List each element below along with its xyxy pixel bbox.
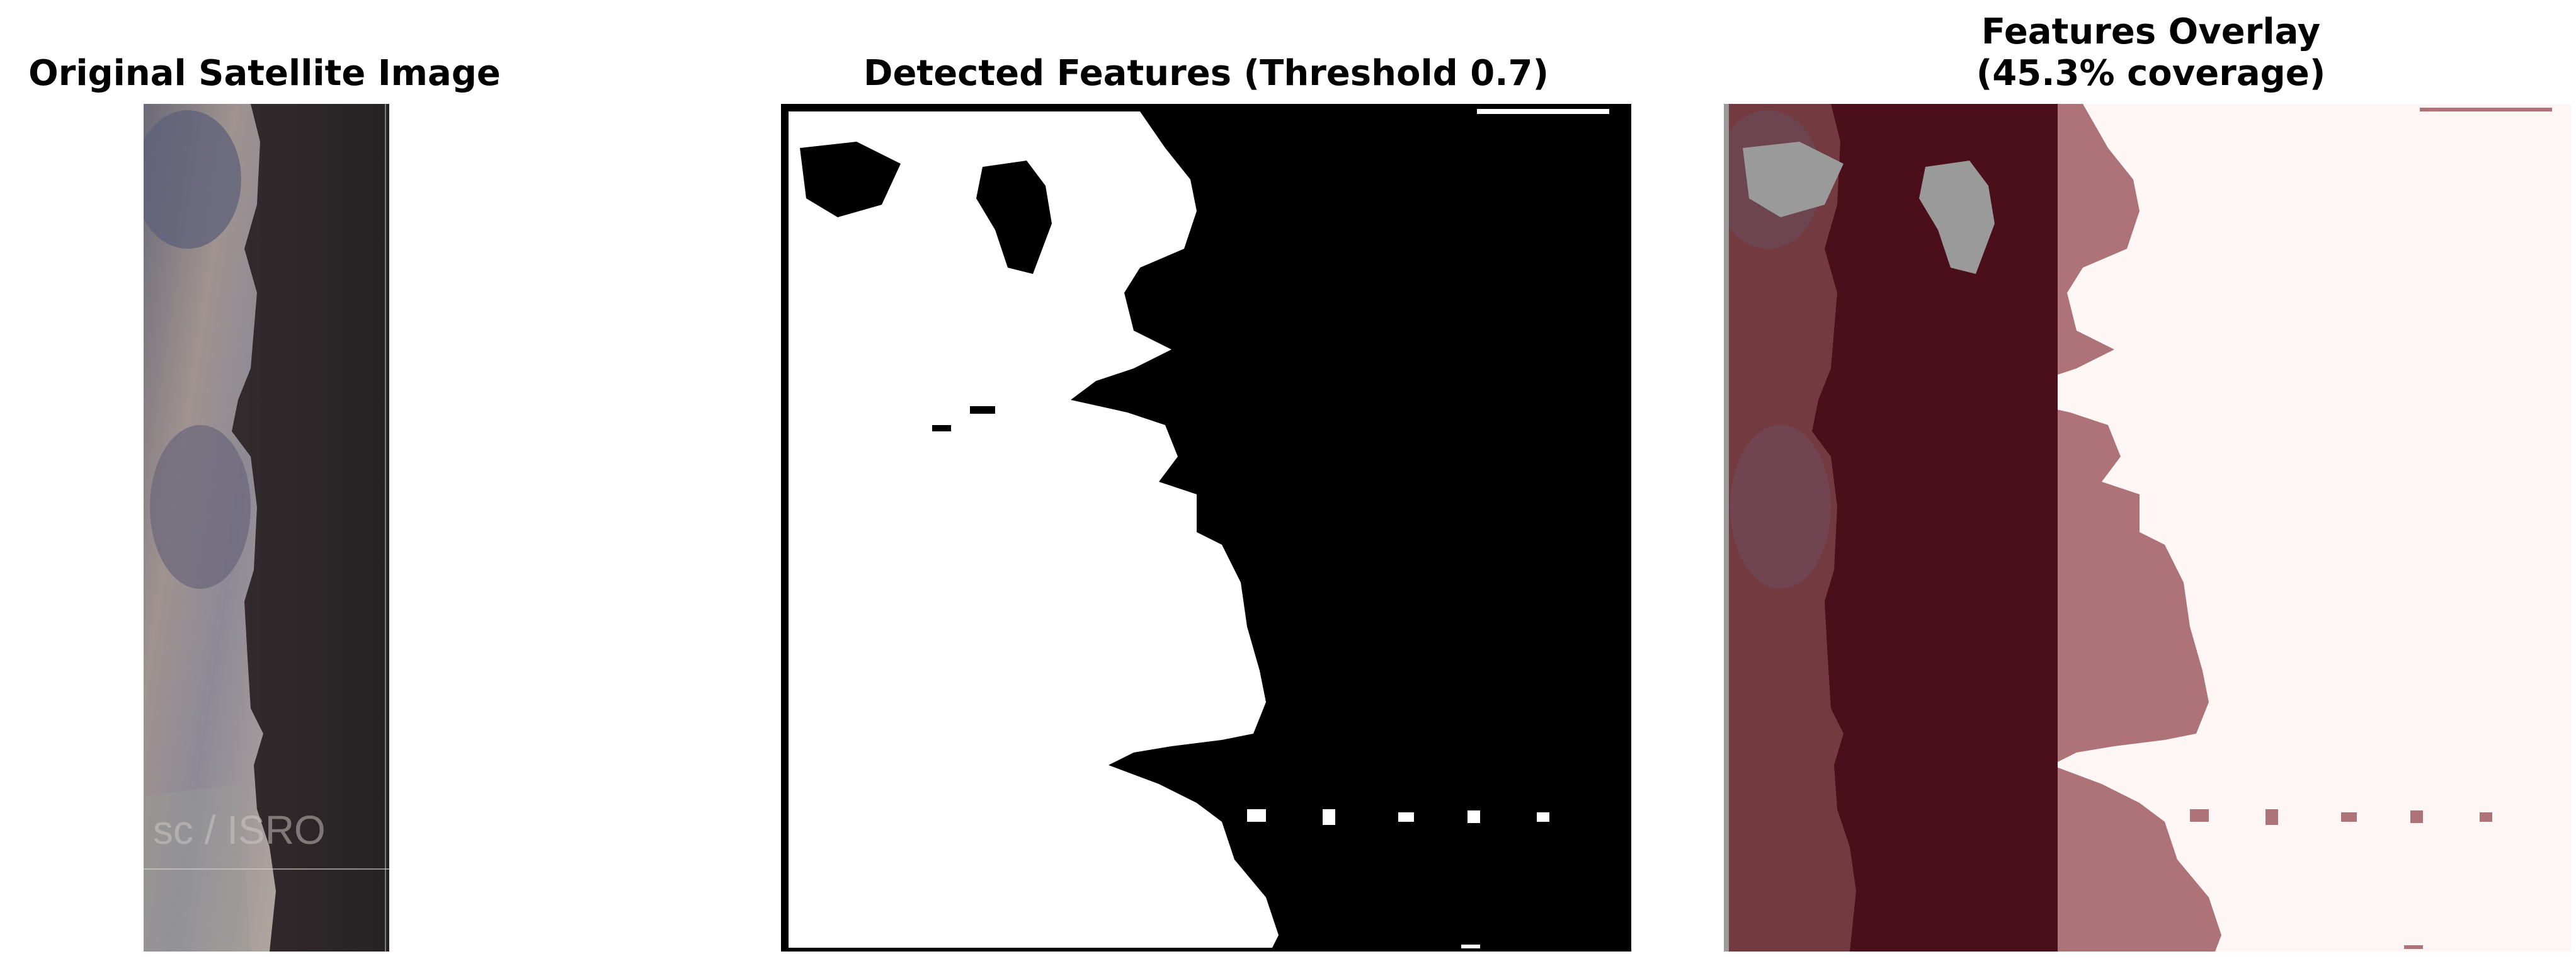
undetected-blob-2 bbox=[976, 161, 1052, 274]
light-terrain bbox=[144, 784, 251, 952]
watermark-text: sc / ISRO bbox=[153, 807, 326, 853]
detected-dot-4 bbox=[1468, 810, 1480, 823]
overlay-title-line-2: (45.3% coverage) bbox=[1976, 53, 2326, 94]
satellite-image-graphic: sc / ISRO bbox=[144, 104, 389, 952]
detected-dot-5 bbox=[1537, 812, 1549, 822]
undetected-speck-2 bbox=[932, 425, 951, 431]
features-overlay bbox=[1724, 104, 2571, 952]
detected-features-title: Detected Features (Threshold 0.7) bbox=[863, 53, 1549, 94]
detected-dot-1 bbox=[1247, 809, 1266, 822]
overlay-gray-blob-2 bbox=[1919, 161, 1995, 274]
detected-strip-bottom bbox=[1461, 945, 1480, 948]
overlay-dot-1 bbox=[2190, 809, 2209, 822]
overlay-title-line-1: Features Overlay bbox=[1981, 11, 2321, 52]
detected-land-region bbox=[789, 111, 1279, 948]
dark-lagoon-2 bbox=[150, 425, 251, 589]
detected-dot-2 bbox=[1323, 809, 1335, 825]
undetected-speck-1 bbox=[970, 406, 995, 414]
overlay-dot-2 bbox=[2265, 809, 2278, 825]
undetected-blob-1 bbox=[800, 142, 901, 217]
overlay-lagoon-2 bbox=[1730, 425, 1831, 589]
overlay-graphic bbox=[1724, 104, 2571, 952]
overlay-dot-3 bbox=[2341, 812, 2357, 822]
detected-features-mask bbox=[781, 104, 1631, 952]
overlay-left-edge bbox=[1724, 104, 1729, 952]
overlay-strip-top bbox=[2420, 108, 2552, 111]
detected-strip-top bbox=[1477, 109, 1609, 114]
mask-graphic bbox=[781, 104, 1631, 952]
original-satellite-image: sc / ISRO bbox=[144, 104, 389, 952]
overlay-gray-blob-1 bbox=[1743, 142, 1844, 217]
overlay-title: Features Overlay (45.3% coverage) bbox=[1726, 11, 2576, 94]
overlay-dot-5 bbox=[2480, 812, 2492, 822]
detected-dot-3 bbox=[1398, 812, 1414, 822]
overlay-strip-bottom bbox=[2404, 945, 2423, 949]
dark-lagoon-1 bbox=[144, 110, 241, 249]
overlay-dot-4 bbox=[2410, 810, 2423, 823]
original-image-title: Original Satellite Image bbox=[28, 53, 501, 94]
